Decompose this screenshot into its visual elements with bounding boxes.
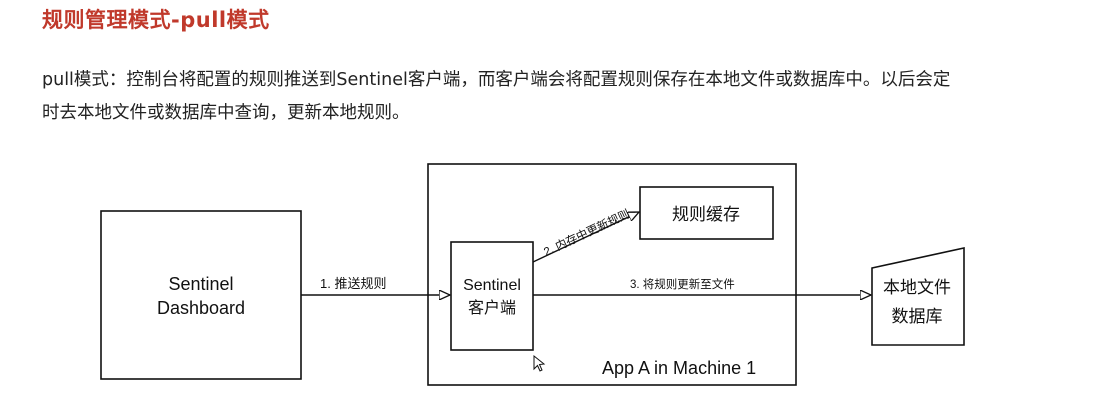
client-label-line2: 客户端 <box>468 299 516 317</box>
machine-label: App A in Machine 1 <box>602 358 756 378</box>
description-line-1: pull模式：控制台将配置的规则推送到Sentinel客户端，而客户端会将配置规… <box>42 70 951 90</box>
storage-box <box>871 247 965 346</box>
rule-cache-label: 规则缓存 <box>672 205 740 224</box>
dashboard-label-line1: Sentinel <box>168 274 233 294</box>
description-line-2: 时去本地文件或数据库中查询，更新本地规则。 <box>42 103 410 123</box>
page-title: 规则管理模式-pull模式 <box>42 8 270 32</box>
storage-label-line2: 数据库 <box>892 307 943 326</box>
rule-cache-box <box>639 186 774 240</box>
mouse-cursor-icon <box>533 354 546 372</box>
description-paragraph: pull模式：控制台将配置的规则推送到Sentinel客户端，而客户端会将配置规… <box>42 64 1092 130</box>
client-label-line1: Sentinel <box>463 277 521 294</box>
sentinel-client-box <box>450 241 534 351</box>
arrow-update-memory <box>532 212 639 263</box>
arrow-push-rules-label: 1. 推送规则 <box>320 276 386 291</box>
arrow-update-file-label: 3. 将规则更新至文件 <box>630 277 735 291</box>
machine-container <box>427 163 797 386</box>
dashboard-label-line2: Dashboard <box>157 298 245 318</box>
arrow-update-memory-label: 2. 内存中更新规则 <box>541 207 631 259</box>
dashboard-box <box>100 210 302 380</box>
storage-label-line1: 本地文件 <box>883 278 951 297</box>
